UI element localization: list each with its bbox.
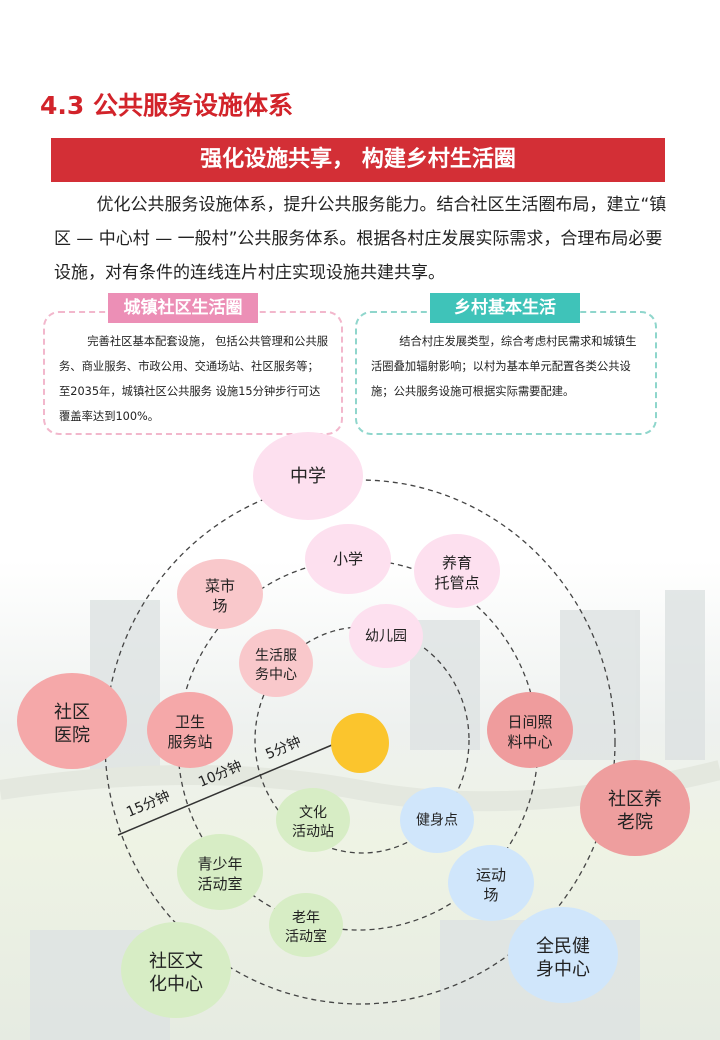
section-title: 4.3 公共服务设施体系 — [40, 91, 293, 120]
facility-node: 小学 — [305, 524, 391, 594]
facility-label: 场 — [483, 886, 498, 904]
facility-label: 社区文 — [149, 951, 203, 972]
facility-label: 活动室 — [285, 928, 327, 945]
facility-circle — [177, 559, 263, 629]
urban-life-circle-tag: 城镇社区生活圈 — [108, 293, 258, 323]
facility-circle — [276, 788, 350, 852]
facility-label: 活动室 — [197, 875, 242, 893]
facility-label: 身中心 — [536, 959, 590, 980]
facility-circle — [305, 524, 391, 594]
facility-circle — [17, 673, 127, 769]
facility-label: 菜市 — [205, 577, 235, 595]
facility-circle — [239, 629, 313, 697]
facility-label: 生活服 — [255, 648, 297, 664]
facility-label: 社区养 — [608, 789, 662, 810]
rural-life-tag: 乡村基本生活 — [430, 293, 580, 323]
facility-label: 化中心 — [149, 974, 203, 995]
facility-circle — [400, 787, 474, 853]
facility-label: 健身点 — [416, 813, 458, 829]
facility-label: 务中心 — [255, 667, 297, 683]
facility-circle — [508, 907, 618, 1003]
facility-label: 日间照 — [507, 713, 552, 731]
facility-label: 幼儿园 — [365, 629, 407, 645]
facility-label: 服务站 — [167, 733, 212, 751]
urban-life-circle-box: 完善社区基本配套设施， 包括公共管理和公共服务、商业服务、市政公用、交通场站、社… — [43, 311, 343, 435]
facility-label: 中学 — [290, 466, 326, 487]
facility-label: 托管点 — [434, 574, 479, 592]
facility-label: 养育 — [442, 554, 472, 572]
facility-label: 活动站 — [292, 824, 334, 840]
facility-circle — [349, 604, 423, 668]
facility-label: 料中心 — [507, 733, 552, 751]
center-point — [331, 713, 389, 773]
facility-node: 健身点 — [400, 787, 474, 853]
facility-node: 菜市场 — [177, 559, 263, 629]
facility-node: 运动场 — [448, 845, 534, 921]
radius-line — [117, 744, 333, 836]
intro-paragraph: 优化公共服务设施体系，提升公共服务能力。结合社区生活圈布局，建立“镇区 — 中心… — [54, 195, 667, 283]
facility-node: 中学 — [253, 432, 363, 520]
rural-text: 结合村庄发展类型，综合考虑村民需求和城镇生活圈叠加辐射影响；以村为基本单元配置各… — [371, 335, 637, 398]
facility-label: 青少年 — [197, 855, 242, 873]
urban-text: 完善社区基本配套设施， 包括公共管理和公共服务、商业服务、市政公用、交通场站、社… — [59, 335, 329, 423]
facility-circle — [253, 432, 363, 520]
facility-label: 卫生 — [175, 713, 205, 731]
facility-circle — [177, 834, 263, 910]
facility-label: 老年 — [292, 910, 320, 926]
facility-label: 运动 — [476, 866, 506, 884]
facility-circle — [580, 760, 690, 856]
facility-label: 场 — [212, 597, 227, 615]
facility-circle — [448, 845, 534, 921]
facility-node: 幼儿园 — [349, 604, 423, 668]
facility-circle — [147, 692, 233, 768]
facility-label: 全民健 — [536, 936, 590, 957]
facility-label: 文化 — [299, 805, 327, 821]
facility-circle — [269, 893, 343, 957]
facility-circle — [121, 922, 231, 1018]
facility-label: 医院 — [54, 725, 90, 746]
banner-heading: 强化设施共享， 构建乡村生活圈 — [51, 138, 665, 182]
facility-label: 社区 — [54, 702, 90, 723]
facility-circle — [414, 534, 500, 608]
facility-circle — [487, 692, 573, 768]
facility-label: 小学 — [333, 550, 363, 568]
facility-label: 老院 — [617, 812, 653, 833]
